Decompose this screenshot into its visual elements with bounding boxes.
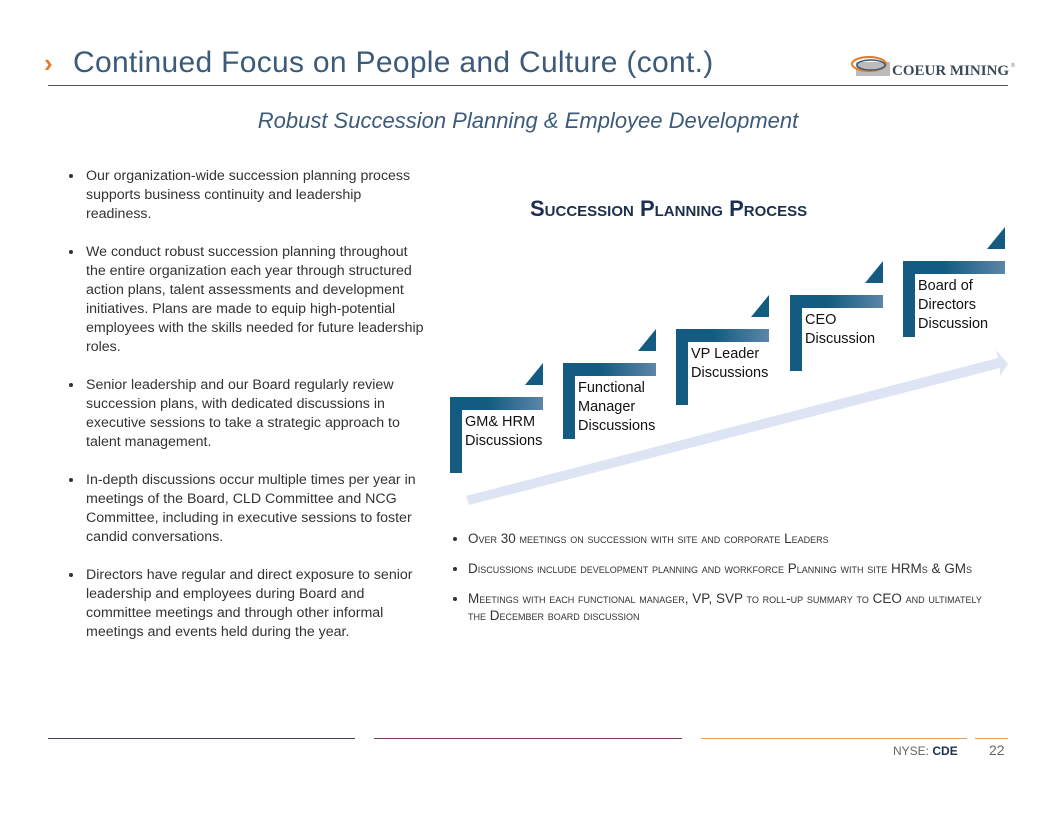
step-label: Manager — [578, 399, 636, 415]
process-title: Succession Planning Process — [530, 196, 808, 221]
subtitle: Robust Succession Planning & Employee De… — [257, 108, 799, 133]
step-label: CEO — [805, 312, 837, 328]
list-item: Directors have regular and direct exposu… — [84, 566, 424, 642]
triangle-icon — [751, 295, 769, 317]
chevron-icon: › — [44, 48, 53, 78]
step-label: Functional — [578, 380, 645, 396]
ticker: CDE — [932, 744, 958, 758]
svg-text:®: ® — [1011, 62, 1015, 69]
right-bullet-list: Over 30 meetings on succession with site… — [456, 530, 996, 637]
coeur-mining-logo: COEUR MINING ® — [851, 56, 1015, 79]
list-item: In-depth discussions occur multiple time… — [84, 471, 424, 547]
step-label: Discussion — [805, 331, 876, 347]
list-item: We conduct robust succession planning th… — [84, 243, 424, 357]
step-label: Discussions — [465, 433, 543, 449]
page-number: 22 — [989, 742, 1005, 758]
list-item: Our organization-wide succession plannin… — [84, 167, 424, 224]
list-item: Over 30 meetings on succession with site… — [468, 530, 996, 547]
step-label: Board of — [918, 278, 973, 294]
step-label: Discussions — [578, 418, 656, 434]
triangle-icon — [865, 261, 883, 283]
list-item: Senior leadership and our Board regularl… — [84, 376, 424, 452]
footer-line — [701, 738, 967, 739]
footer-line — [374, 738, 682, 739]
exchange-label: NYSE: — [893, 744, 930, 758]
left-bullet-list: Our organization-wide succession plannin… — [72, 167, 424, 661]
step-label: GM& HRM — [465, 414, 536, 430]
divider — [48, 85, 1008, 86]
step-label: Discussions — [691, 365, 769, 381]
footer-ticker: NYSE: CDE — [893, 744, 958, 758]
step-label: Discussion — [918, 316, 989, 332]
triangle-icon — [525, 363, 543, 385]
footer-line — [975, 738, 1008, 739]
list-item: Discussions include development planning… — [468, 560, 996, 577]
triangle-icon — [638, 329, 656, 351]
step-label: VP Leader — [691, 346, 760, 362]
triangle-icon — [987, 227, 1005, 249]
page-title: Continued Focus on People and Culture (c… — [73, 46, 714, 79]
step-label: Directors — [918, 297, 977, 313]
footer-line — [48, 738, 355, 739]
list-item: Meetings with each functional manager, V… — [468, 590, 996, 624]
svg-text:COEUR MINING: COEUR MINING — [892, 63, 1009, 79]
